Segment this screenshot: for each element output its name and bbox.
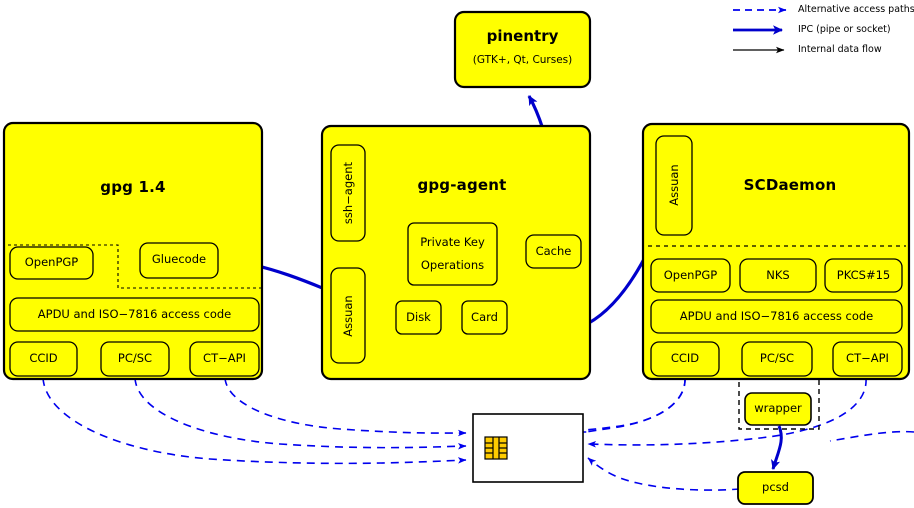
scdaemon-node-ctapi[interactable] (832, 341, 903, 377)
scdaemon-node-assuan[interactable] (655, 135, 693, 236)
altpath-scd-ctapi-to-card (587, 377, 867, 448)
gpg-node-apdu[interactable] (9, 297, 260, 332)
scdaemon-node-openpgp[interactable] (650, 258, 731, 293)
altpath-gpg-ccid-to-card (42, 377, 467, 465)
gpgagent-node-assuan[interactable] (330, 267, 366, 364)
node-pcscd[interactable] (737, 471, 814, 505)
scdaemon-node-apdu[interactable] (650, 299, 903, 334)
gpg-node-pcsc[interactable] (100, 341, 170, 377)
gpgagent-node-ssh-agent[interactable] (330, 144, 366, 242)
scdaemon-node-pcsc[interactable] (741, 341, 813, 377)
node-wrapper[interactable] (744, 392, 812, 426)
module-pinentry[interactable] (453, 10, 592, 89)
altpath-pcscd-to-card (587, 457, 741, 491)
legend-label-alt-paths: Alternative access paths (798, 4, 914, 15)
smartcard-chip-icon (484, 436, 508, 460)
gpgagent-node-cache[interactable] (525, 234, 582, 269)
altpath-right-edge (829, 430, 914, 442)
gpg-node-openpgp[interactable] (9, 246, 94, 280)
altpath-gpg-ctapi-to-card (224, 377, 467, 437)
gpg-node-gluecode[interactable] (139, 242, 219, 279)
gpg-dotted-region (8, 244, 262, 289)
legend-label-internal-flow: Internal data flow (798, 44, 882, 55)
altpath-gpg-pcsc-to-card (134, 377, 467, 450)
scdaemon-node-nks[interactable] (739, 258, 817, 293)
gpg-node-ccid[interactable] (9, 341, 78, 377)
gpgagent-node-disk[interactable] (395, 300, 442, 335)
gpgagent-node-private-key-operations[interactable] (407, 222, 498, 286)
ipc-wrapper-to-pcscd (771, 425, 783, 470)
scdaemon-node-ccid[interactable] (650, 341, 720, 377)
scdaemon-node-pkcs15[interactable] (824, 258, 903, 293)
gpgagent-node-card[interactable] (461, 300, 508, 335)
legend-label-ipc: IPC (pipe or socket) (798, 24, 891, 35)
gpg-node-ctapi[interactable] (189, 341, 260, 377)
wrapper-dashed-enclosure (738, 378, 820, 430)
